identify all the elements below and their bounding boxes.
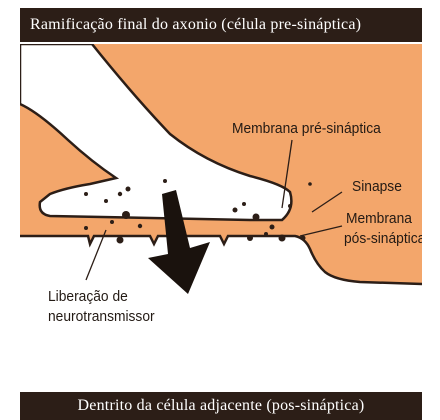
label-post-membrane-line1: Membrana (346, 210, 412, 228)
diagram-panel: Membrana pré-sináptica Sinapse Membrana … (20, 44, 422, 390)
label-release-line2: neurotransmissor (48, 308, 155, 326)
label-release-line1: Liberação de (48, 288, 128, 306)
top-banner: Ramificação final do axonio (célula pre-… (20, 8, 422, 42)
top-banner-text: Ramificação final do axonio (célula pre-… (30, 16, 361, 34)
bottom-banner: Dentrito da célula adjacente (pos-sinápt… (20, 392, 422, 420)
label-post-membrane-line2: pós-sináptica (344, 230, 422, 248)
label-synapse: Sinapse (352, 178, 402, 196)
label-pre-membrane: Membrana pré-sináptica (232, 120, 381, 138)
bottom-banner-text: Dentrito da célula adjacente (pos-sinápt… (78, 397, 365, 415)
